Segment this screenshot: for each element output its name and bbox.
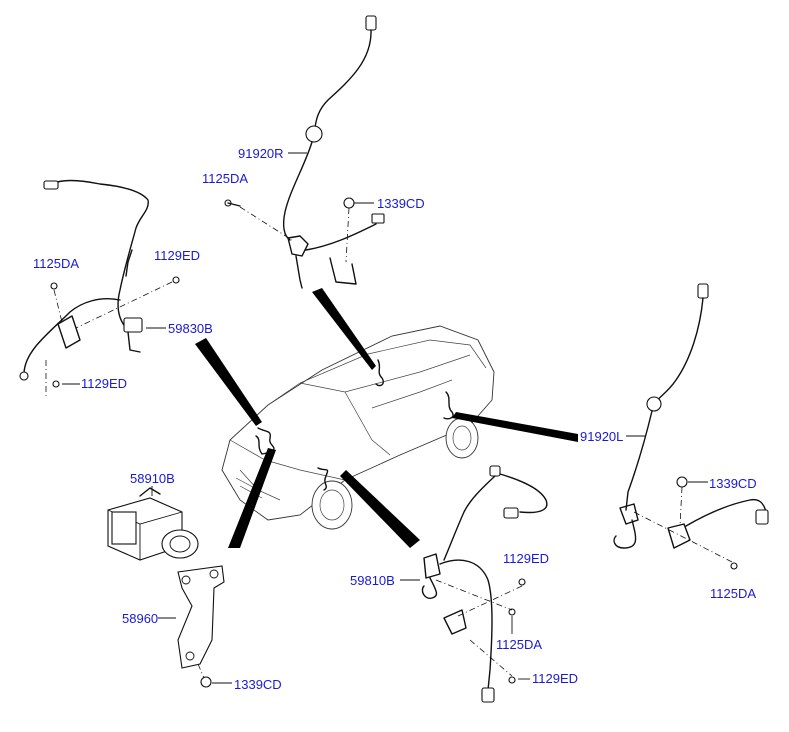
part-label-1125DA-front-right: 1125DA: [496, 637, 543, 652]
part-label-1339CD-bracket: 1339CD: [234, 677, 282, 692]
rear-left-sensor-illustration: [613, 283, 769, 570]
front-left-sensor-illustration: [19, 179, 180, 396]
vehicle-illustration: [221, 325, 495, 530]
part-label-1339CD-rear-right: 1339CD: [377, 196, 425, 211]
part-label-58960: 58960: [122, 611, 159, 626]
part-label-1125DA-rear-left: 1125DA: [710, 586, 757, 601]
part-label-58910B: 58910B: [130, 471, 175, 486]
part-label-1129ED-front-left-lower: 1129ED: [81, 376, 128, 391]
bracket-illustration: [158, 565, 232, 688]
part-label-59810B: 59810B: [350, 573, 395, 588]
abs-module-illustration: [107, 486, 199, 561]
part-label-1129ED-front-right: 1129ED: [503, 551, 550, 566]
part-label-91920L: 91920L: [580, 429, 624, 444]
part-label-1339CD-rear-left: 1339CD: [709, 476, 757, 491]
part-label-1129ED-front-left: 1129ED: [154, 248, 201, 263]
callout-pointers: [195, 288, 578, 548]
part-label-1125DA-front-left: 1125DA: [33, 256, 80, 271]
part-label-1125DA-rear-right: 1125DA: [202, 171, 249, 186]
part-label-1129ED-front-right-lower: 1129ED: [532, 671, 579, 686]
part-label-91920R: 91920R: [238, 146, 284, 161]
rear-right-sensor-illustration: [224, 15, 385, 289]
car-harness-marks: [255, 359, 454, 491]
front-right-sensor-illustration: [400, 465, 548, 703]
part-label-59830B: 59830B: [168, 321, 213, 336]
